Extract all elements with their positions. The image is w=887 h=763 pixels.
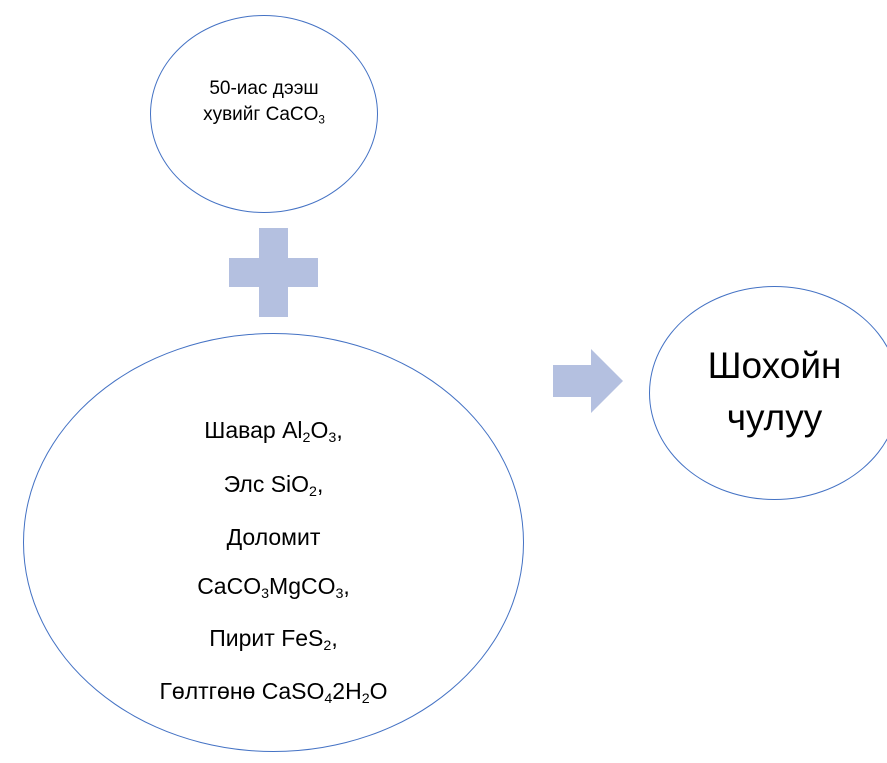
impurity-line-gypsum: Гөлтгөнө CaSO42H2O	[159, 678, 388, 707]
main-component-line-1: 50-иас дээш	[209, 78, 319, 99]
impurities-ellipse	[23, 333, 524, 752]
main-component-line-2: хувийг CaCO3	[203, 104, 325, 127]
plus-icon	[229, 228, 318, 317]
impurity-line-dolomite: Доломит	[226, 524, 321, 550]
impurity-line-clay: Шавар Al2O3,	[204, 417, 343, 446]
impurity-line-pyrite: Пирит FeS2,	[209, 625, 338, 654]
impurity-line-dolomite-formula: CaCO3MgCO3,	[197, 573, 350, 602]
result-line-1: Шохойн	[707, 345, 842, 386]
result-line-2: чулуу	[726, 397, 823, 438]
result-ellipse	[649, 286, 887, 500]
arrow-right-icon	[553, 349, 623, 413]
main-component-ellipse	[150, 15, 378, 213]
impurity-line-sand: Элс SiO2,	[223, 471, 324, 500]
